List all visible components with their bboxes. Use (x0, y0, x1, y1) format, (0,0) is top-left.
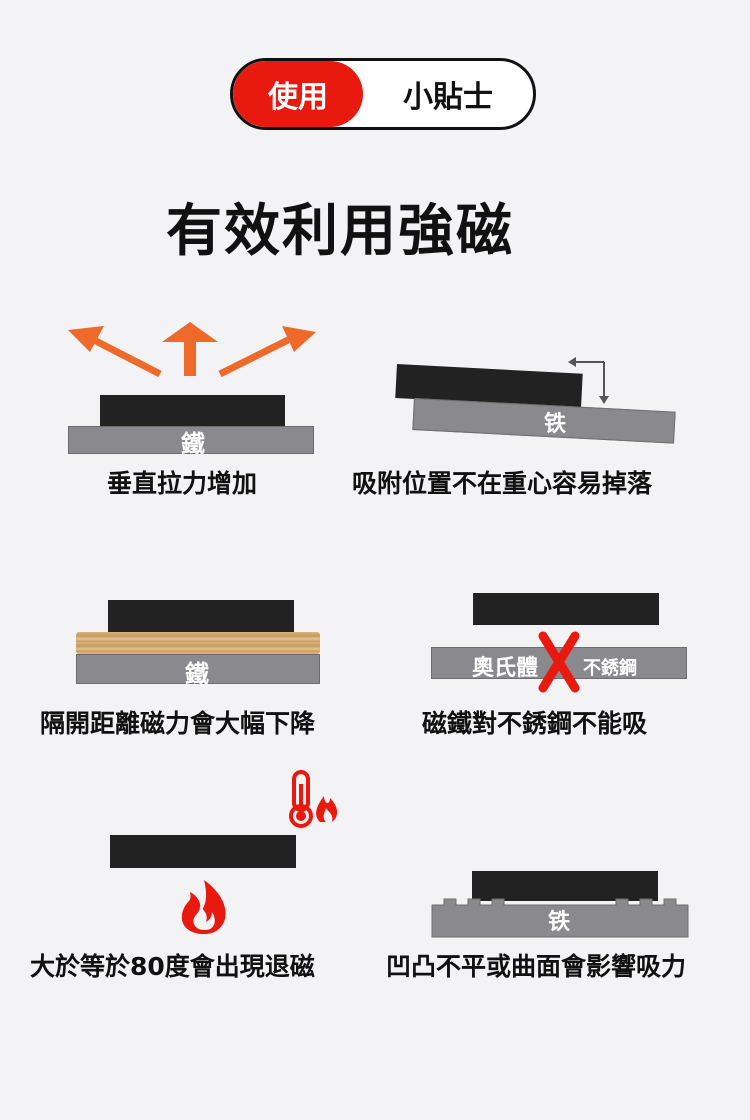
wood-spacer (76, 632, 320, 654)
caption-gap: 隔開距離磁力會大幅下降 (40, 709, 316, 738)
caption-vertical-pull: 垂直拉力增加 (107, 469, 258, 498)
plate-label: 鐵 (185, 660, 209, 688)
uneven-plate (431, 898, 689, 938)
pill-left-label: 使用 (233, 61, 363, 127)
arrow-right-icon (218, 326, 316, 378)
plate-label-right: 不銹鋼 (583, 658, 637, 679)
move-arrows-icon (568, 357, 609, 404)
iron-plate (76, 654, 320, 684)
page-title: 有效利用強磁 (166, 199, 514, 264)
plate-label: 鐵 (181, 430, 205, 458)
magnet-block (472, 871, 658, 901)
x-mark-icon (538, 631, 580, 693)
magnet-block (100, 395, 285, 428)
pull-arrows-icon (68, 322, 316, 378)
pill-right-label: 小貼士 (403, 80, 493, 115)
caption-heat: 大於等於80度會出現退磁 (30, 952, 315, 981)
plate-label: 铁 (543, 412, 566, 437)
caption-uneven: 凹凸不平或曲面會影響吸力 (386, 952, 687, 981)
plate-label-left: 奧氏體 (471, 656, 538, 681)
magnet-block (108, 600, 294, 634)
thermometer-icon (289, 770, 338, 828)
magnet-block (110, 835, 296, 868)
arrow-left-icon (68, 326, 162, 378)
tips-pill: 使用 小貼士 (230, 58, 536, 130)
magnet-block (473, 593, 659, 625)
flame-icon (181, 880, 226, 934)
iron-plate (68, 426, 314, 454)
arrow-up-icon (162, 322, 218, 376)
plate-label: 铁 (547, 910, 570, 935)
caption-off-center: 吸附位置不在重心容易掉落 (352, 469, 653, 498)
caption-stainless: 磁鐵對不銹鋼不能吸 (422, 709, 648, 738)
